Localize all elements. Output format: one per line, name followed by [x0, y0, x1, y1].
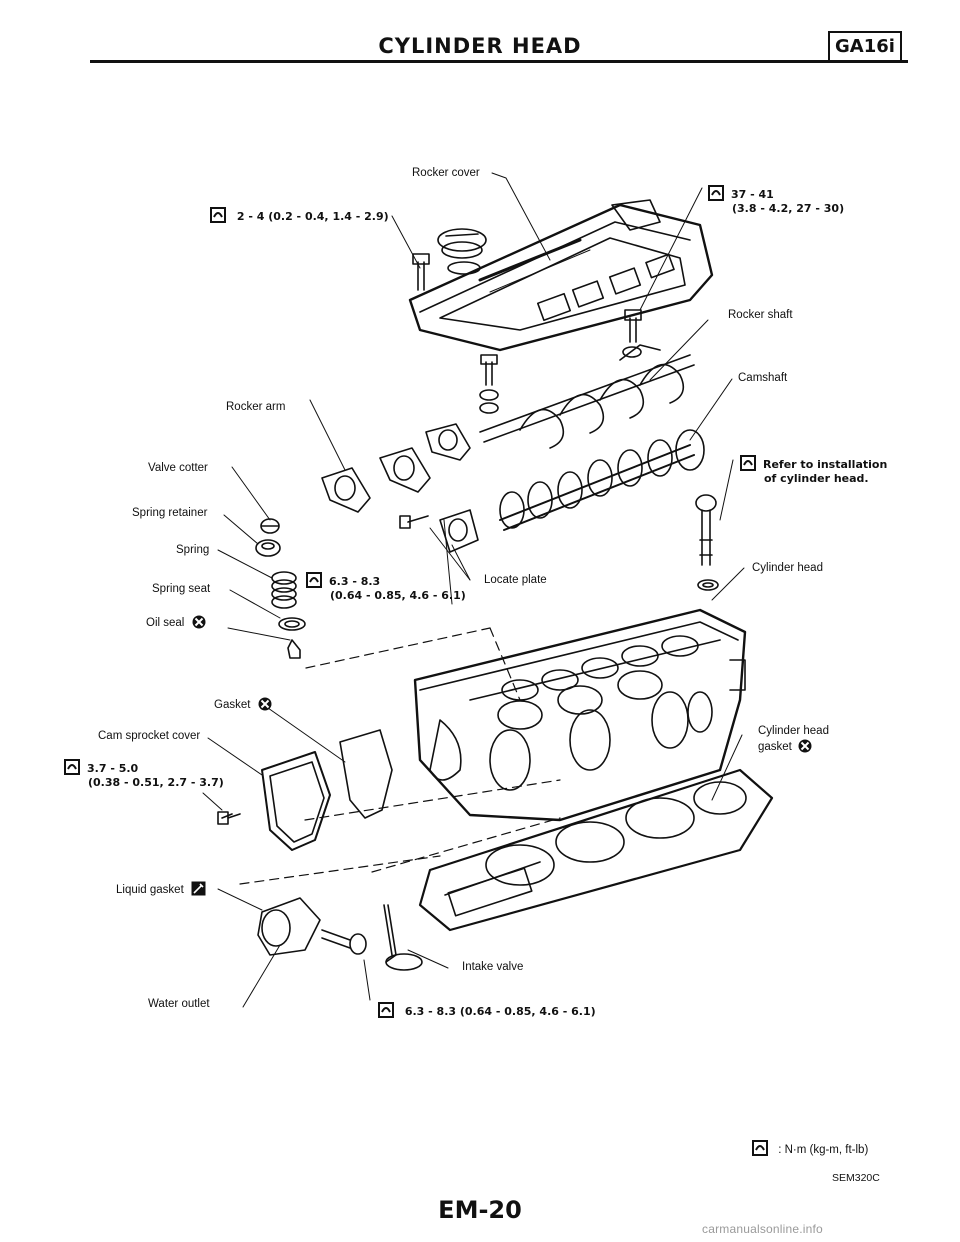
label-water-outlet: Water outlet — [148, 998, 210, 1010]
assembly-dashed-lines — [239, 627, 561, 885]
label-spring-seat: Spring seat — [152, 583, 211, 595]
label-camshaft: Camshaft — [738, 372, 788, 384]
torque-head-bolt-line2: of cylinder head. — [764, 472, 869, 485]
torque-head-bolt: Refer to installation of cylinder head. — [740, 455, 887, 486]
camshaft-drawing — [499, 429, 705, 531]
page-title: CYLINDER HEAD — [378, 34, 582, 58]
torque-head-bolt-line1: Refer to installation — [763, 458, 888, 471]
torque-rocker-cover-bolt: 2 - 4 (0.2 - 0.4, 1.4 - 2.9) — [210, 207, 389, 224]
torque-cam-sprocket-cover-bolt: 3.7 - 5.0 (0.38 - 0.51, 2.7 - 3.7) — [64, 759, 224, 790]
label-rocker-arm: Rocker arm — [226, 401, 286, 413]
replace-part-icon — [798, 739, 812, 753]
cylinder-head-gasket-text-2: gasket — [758, 741, 792, 753]
valve-spring-parts — [255, 518, 306, 659]
label-gasket: Gasket — [214, 697, 272, 711]
label-locate-plate: Locate plate — [484, 574, 547, 586]
replace-part-icon — [258, 697, 272, 711]
torque-rocker-shaft-bolt: 37 - 41 (3.8 - 4.2, 27 - 30) — [708, 185, 844, 216]
locate-plate-drawing — [399, 509, 479, 553]
cam-sprocket-cover-drawing — [217, 729, 393, 851]
label-intake-valve: Intake valve — [462, 961, 524, 973]
label-cylinder-head-gasket: Cylinder head gasket — [758, 724, 829, 755]
torque-wrench-icon — [306, 572, 322, 588]
rocker-cover-bolts — [412, 253, 642, 414]
label-rocker-shaft: Rocker shaft — [728, 309, 793, 321]
label-spring: Spring — [176, 544, 210, 556]
liquid-gasket-text: Liquid gasket — [116, 884, 184, 896]
torque-cam-sprocket-cover-bolt-line2: (0.38 - 0.51, 2.7 - 3.7) — [88, 776, 224, 789]
rocker-arm-drawing — [321, 423, 471, 513]
torque-wrench-icon — [708, 185, 724, 201]
rocker-cover-drawing — [408, 199, 714, 352]
torque-wrench-icon — [64, 759, 80, 775]
torque-water-outlet-bolt-value: 6.3 - 8.3 (0.64 - 0.85, 4.6 - 6.1) — [404, 1005, 596, 1018]
torque-water-outlet-bolt: 6.3 - 8.3 (0.64 - 0.85, 4.6 - 6.1) — [378, 1002, 596, 1019]
rocker-shaft-drawing — [479, 344, 695, 449]
torque-rocker-shaft-bolt-line2: (3.8 - 4.2, 27 - 30) — [732, 202, 845, 215]
label-rocker-cover: Rocker cover — [412, 167, 480, 179]
oil-seal-text: Oil seal — [146, 617, 185, 629]
torque-unit-legend: : N·m (kg-m, ft-lb) — [778, 1144, 869, 1156]
label-cam-sprocket-cover: Cam sprocket cover — [98, 730, 201, 742]
cylinder-head-bolt — [695, 494, 719, 591]
intake-valve-drawing — [383, 904, 423, 971]
torque-locate-plate-bolt-line2: (0.64 - 0.85, 4.6 - 6.1) — [330, 589, 466, 602]
cylinder-head-gasket-drawing — [418, 768, 774, 932]
torque-cam-sprocket-cover-bolt-line1: 3.7 - 5.0 — [87, 762, 139, 775]
cylinder-head-gasket-text-1: Cylinder head — [758, 725, 829, 737]
sealant-icon — [191, 881, 206, 896]
torque-locate-plate-bolt: 6.3 - 8.3 (0.64 - 0.85, 4.6 - 6.1) — [306, 572, 466, 603]
label-liquid-gasket: Liquid gasket — [116, 881, 206, 896]
cylinder-head-drawing — [413, 608, 747, 822]
title-rule — [90, 60, 908, 63]
water-outlet-drawing — [257, 897, 367, 956]
label-valve-cotter: Valve cotter — [148, 462, 208, 474]
torque-locate-plate-bolt-line1: 6.3 - 8.3 — [329, 575, 381, 588]
figure-code: SEM320C — [832, 1172, 880, 1184]
torque-legend: : N·m (kg-m, ft-lb) — [752, 1140, 868, 1157]
label-spring-retainer: Spring retainer — [132, 507, 208, 519]
label-cylinder-head: Cylinder head — [752, 562, 823, 574]
torque-wrench-icon — [752, 1140, 768, 1156]
torque-wrench-icon — [378, 1002, 394, 1018]
gasket-text: Gasket — [214, 699, 251, 711]
torque-rocker-cover-bolt-value: 2 - 4 (0.2 - 0.4, 1.4 - 2.9) — [236, 210, 389, 223]
torque-rocker-shaft-bolt-line1: 37 - 41 — [731, 188, 774, 201]
label-oil-seal: Oil seal — [146, 615, 206, 629]
leader-lines — [202, 172, 745, 1008]
page-number: EM-20 — [438, 1196, 522, 1224]
replace-part-icon — [192, 615, 206, 629]
watermark: carmanualsonline.info — [702, 1222, 823, 1236]
torque-wrench-icon — [740, 455, 756, 471]
torque-wrench-icon — [210, 207, 226, 223]
